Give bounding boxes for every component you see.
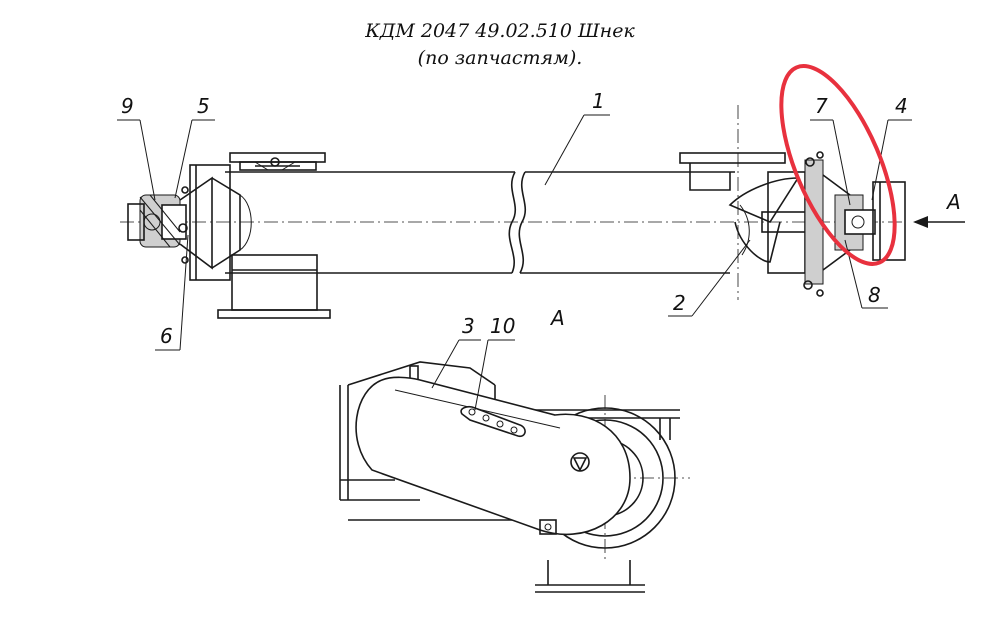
auger-side-view: A [117,64,965,351]
view-a-plate [460,406,526,438]
left-end-housing [179,164,252,281]
view-a-belt-guard [355,376,631,536]
section-label-a: A [549,306,565,330]
drawing-title: КДМ 2047 49.02.510 Шнек [365,20,635,42]
view-arrow-a: A [913,190,965,228]
callout-9: 9 [121,94,134,118]
callout-2: 2 [673,291,686,315]
drawing-subtitle: (по запчастям). [417,47,583,69]
callout-6: 6 [160,324,173,348]
callout-4: 4 [895,94,908,118]
callout-1: 1 [592,89,605,113]
callout-5: 5 [197,94,210,118]
auger-tube [225,171,735,274]
left-support [217,254,331,319]
view-a: A [339,306,690,593]
right-bearing-assembly [803,151,906,297]
callout-8: 8 [868,283,881,307]
top-hatch-cover [229,152,326,171]
callout-3: 3 [462,314,475,338]
right-end-housing [679,152,823,274]
left-bearing-assembly [127,186,189,264]
callout-7: 7 [815,94,828,118]
highlight-ellipse [779,64,897,266]
view-arrow-label: A [945,190,961,214]
callout-10: 10 [490,314,515,338]
